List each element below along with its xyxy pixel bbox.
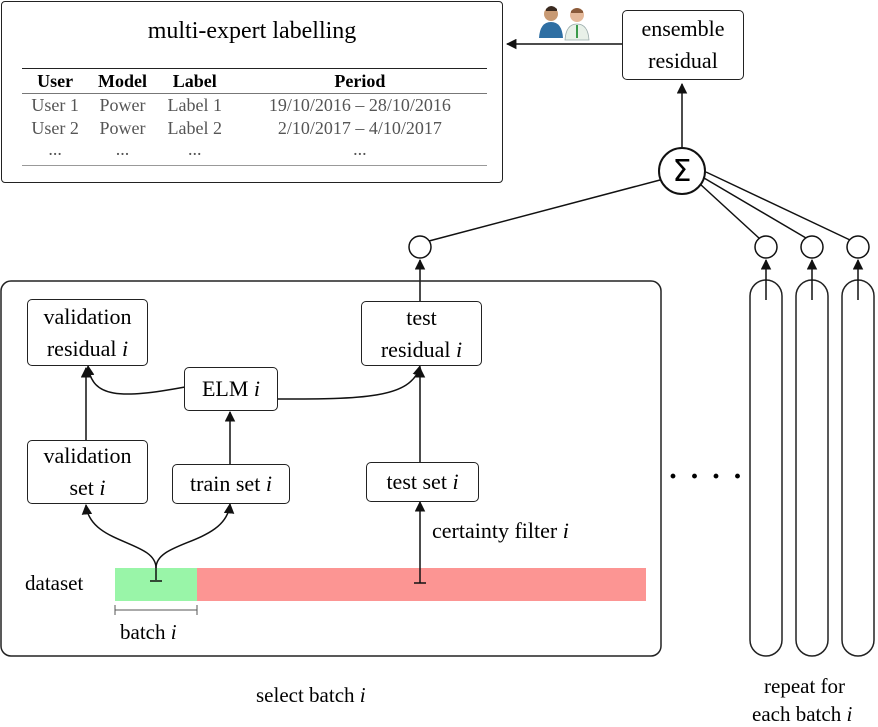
elm-label: ELM	[201, 376, 249, 401]
table-cell: Label 1	[167, 95, 223, 115]
table-cell: ...	[232, 140, 487, 166]
column-header: User	[22, 68, 89, 94]
repeat-label-line-2: each batch i	[752, 702, 853, 726]
select-batch-label: select batch i	[256, 683, 366, 707]
labelling-panel: multi-expert labelling User Model Label …	[1, 1, 503, 183]
output-circle-3	[800, 235, 824, 259]
test-residual-index: i	[456, 336, 463, 362]
test-set-box: test set i	[366, 462, 479, 502]
sum-node: Σ	[658, 147, 706, 195]
select-batch-container	[0, 280, 662, 657]
test-set-label: test set	[386, 469, 447, 494]
table-cell: ...	[22, 140, 89, 166]
line-sum-to-circle-3	[703, 177, 807, 239]
ensemble-residual-box: ensemble residual	[622, 10, 744, 80]
train-set-index: i	[265, 471, 272, 496]
batch-label: batch i	[120, 620, 177, 644]
elm-index: i	[253, 376, 261, 401]
validation-set-line-1: validation	[43, 443, 132, 468]
dataset-label: dataset	[25, 571, 84, 595]
table-cell: Power	[99, 118, 146, 138]
users-icon	[539, 6, 590, 41]
test-residual-box: test residual i	[361, 301, 482, 366]
table-cell: ...	[88, 140, 157, 166]
repeat-pipeline-2	[795, 279, 829, 657]
validation-residual-box: validation residual i	[27, 299, 148, 366]
validation-set-index: i	[99, 475, 106, 500]
ensemble-line-1: ensemble	[641, 16, 725, 41]
column-header: Model	[88, 68, 157, 94]
repeat-pipeline-3	[841, 279, 875, 657]
table-cell: Power	[99, 95, 146, 115]
labelling-title: multi-expert labelling	[147, 18, 357, 44]
table-row: User 1 Power Label 1 19/10/2016 – 28/10/…	[22, 94, 487, 118]
elm-box: ELM i	[184, 367, 278, 411]
sum-symbol: Σ	[672, 153, 692, 189]
arrow-elm-to-validation-residual	[83, 364, 186, 395]
line-sum-to-circle-4	[705, 171, 851, 241]
table-cell: 19/10/2016 – 28/10/2016	[268, 95, 451, 115]
dataset-rest-segment	[197, 568, 646, 601]
train-set-label: train set	[190, 471, 261, 496]
validation-residual-line-2: residual	[46, 335, 117, 361]
table-cell: User 1	[31, 95, 79, 115]
column-header: Label	[156, 68, 233, 94]
column-header: Period	[232, 68, 487, 94]
ellipsis-dots: · · · ·	[668, 460, 745, 493]
repeat-label-line-1: repeat for	[764, 674, 846, 698]
output-circle-4	[846, 235, 870, 259]
validation-set-box: validation set i	[27, 440, 148, 504]
labelling-header-row: User Model Label Period	[22, 68, 487, 94]
validation-residual-index: i	[122, 335, 129, 361]
certainty-filter-label: certainty filter i	[432, 518, 569, 543]
validation-set-line-2: set	[69, 475, 94, 500]
arrow-elm-to-test-residual	[277, 364, 423, 400]
line-sum-to-circle-1	[428, 179, 661, 242]
output-circle-2	[754, 235, 778, 259]
arrow-batch-to-train-set	[155, 502, 235, 569]
output-circle-1	[408, 235, 432, 259]
ensemble-line-2: residual	[648, 48, 718, 73]
line-sum-to-circle-2	[699, 183, 761, 240]
table-cell: Label 2	[167, 118, 223, 138]
labelling-table: User Model Label Period User 1 Power Lab…	[22, 68, 487, 166]
table-row: User 2 Power Label 2 2/10/2017 – 4/10/20…	[22, 117, 487, 140]
table-cell: ...	[156, 140, 233, 166]
arrow-batch-to-validation-set	[81, 503, 157, 580]
test-set-index: i	[452, 469, 459, 494]
table-cell: User 2	[31, 118, 79, 138]
repeat-pipeline-1	[749, 279, 783, 657]
table-cell: 2/10/2017 – 4/10/2017	[277, 118, 442, 138]
table-row: ... ... ... ...	[22, 140, 487, 166]
train-set-box: train set i	[172, 464, 290, 504]
test-residual-line-2: residual	[380, 336, 451, 362]
test-residual-line-1: test	[406, 304, 437, 330]
validation-residual-line-1: validation	[43, 303, 132, 329]
